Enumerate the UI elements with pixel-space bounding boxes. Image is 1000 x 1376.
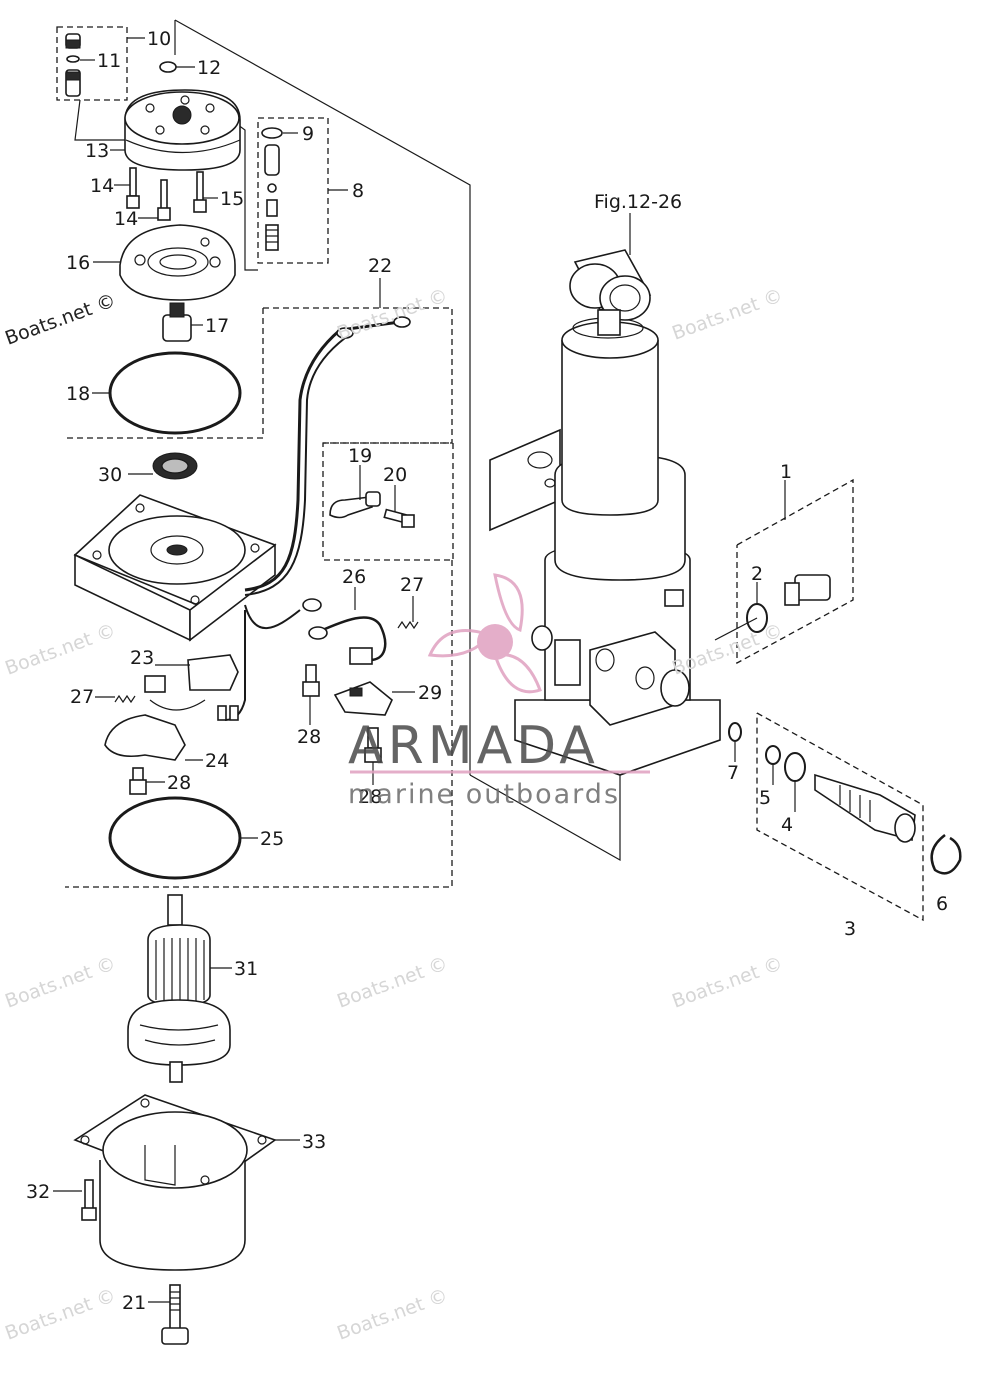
part-label-4: 4 <box>781 814 793 836</box>
valve-3-parts <box>765 745 962 875</box>
bolt-28-right <box>302 664 320 697</box>
coupling-17 <box>162 302 192 342</box>
watermark: Boats.net © <box>2 289 118 349</box>
watermark: Boats.net © <box>334 284 450 344</box>
screw-32 <box>81 1179 97 1221</box>
armature-31 <box>127 894 231 1083</box>
part-label-15: 15 <box>220 188 244 210</box>
tilt-cylinder <box>489 249 721 776</box>
washer-7 <box>728 722 742 742</box>
part-label-16: 16 <box>66 252 90 274</box>
part-label-2: 2 <box>751 563 763 585</box>
brush-holder-29 <box>333 681 393 716</box>
part-label-30: 30 <box>98 464 122 486</box>
part-label-26: 26 <box>342 566 366 588</box>
part-label-32: 32 <box>26 1181 50 1203</box>
part-label-11: 11 <box>97 50 121 72</box>
spring-27-right <box>397 620 419 630</box>
watermark: Boats.net © <box>2 1284 118 1344</box>
bearing-30 <box>152 452 198 480</box>
part-label-20: 20 <box>383 464 407 486</box>
watermark: Boats.net © <box>2 619 118 679</box>
part-label-22: 22 <box>368 255 392 277</box>
watermark: Boats.net © <box>669 952 785 1012</box>
part-label-25: 25 <box>260 828 284 850</box>
part-label-12: 12 <box>197 57 221 79</box>
spring-27-left <box>114 694 136 704</box>
bolt-28-left <box>129 767 147 795</box>
screws-14-15 <box>126 167 207 221</box>
part-label-33: 33 <box>302 1131 326 1153</box>
valve-parts-10-11 <box>65 33 81 97</box>
part-label-18: 18 <box>66 383 90 405</box>
motor-cover <box>73 494 277 642</box>
part-label-1: 1 <box>780 461 792 483</box>
watermark: Boats.net © <box>334 1284 450 1344</box>
part-label-28a: 28 <box>297 726 321 748</box>
valve-parts-9-8 <box>261 127 283 251</box>
o-ring-12 <box>159 61 177 73</box>
part-label-27b: 27 <box>70 686 94 708</box>
clamp-19-screw-20 <box>329 491 415 528</box>
part-label-21: 21 <box>122 1292 146 1314</box>
part-label-29: 29 <box>418 682 442 704</box>
armada-logo: ARMADA marine outboards <box>348 573 650 810</box>
wire-26 <box>244 598 387 665</box>
part-label-28c: 28 <box>358 786 382 808</box>
part-label-17: 17 <box>205 315 229 337</box>
part-label-10: 10 <box>147 28 171 50</box>
plug-1-oring-2 <box>746 574 831 633</box>
part-label-28b: 28 <box>167 772 191 794</box>
group-boxes <box>56 26 924 922</box>
figure-reference: Fig.12-26 <box>594 191 682 213</box>
watermark: Boats.net © <box>2 952 118 1012</box>
part-labels: 1 2 3 4 5 6 7 8 9 10 11 12 13 14 14 15 1… <box>26 28 948 1314</box>
label-leaders <box>53 37 796 1303</box>
propeller-icon <box>427 573 542 694</box>
part-label-19: 19 <box>348 445 372 467</box>
part-label-6: 6 <box>936 893 948 915</box>
part-label-9: 9 <box>302 123 314 145</box>
brand-tagline: marine outboards <box>348 779 620 810</box>
watermark: Boats.net © <box>669 284 785 344</box>
o-ring-18 <box>108 351 242 435</box>
brush-plate-24 <box>104 714 186 761</box>
part-label-24: 24 <box>205 750 229 772</box>
part-label-8: 8 <box>352 180 364 202</box>
bolt-21 <box>161 1284 189 1345</box>
pump-body-13 <box>124 89 241 171</box>
part-label-3: 3 <box>844 918 856 940</box>
part-label-5: 5 <box>759 787 771 809</box>
part-label-27a: 27 <box>400 574 424 596</box>
cable-22 <box>244 316 411 596</box>
part-label-31: 31 <box>234 958 258 980</box>
part-label-13: 13 <box>85 140 109 162</box>
watermark: Boats.net © <box>334 952 450 1012</box>
part-label-14b: 14 <box>114 208 138 230</box>
part-label-23: 23 <box>130 647 154 669</box>
brand-name: ARMADA <box>348 716 599 776</box>
part-label-14a: 14 <box>90 175 114 197</box>
motor-housing-33 <box>73 1094 277 1271</box>
brush-23 <box>144 610 246 721</box>
part-label-7: 7 <box>727 762 739 784</box>
o-ring-25 <box>108 796 242 880</box>
plate-16 <box>119 224 236 301</box>
